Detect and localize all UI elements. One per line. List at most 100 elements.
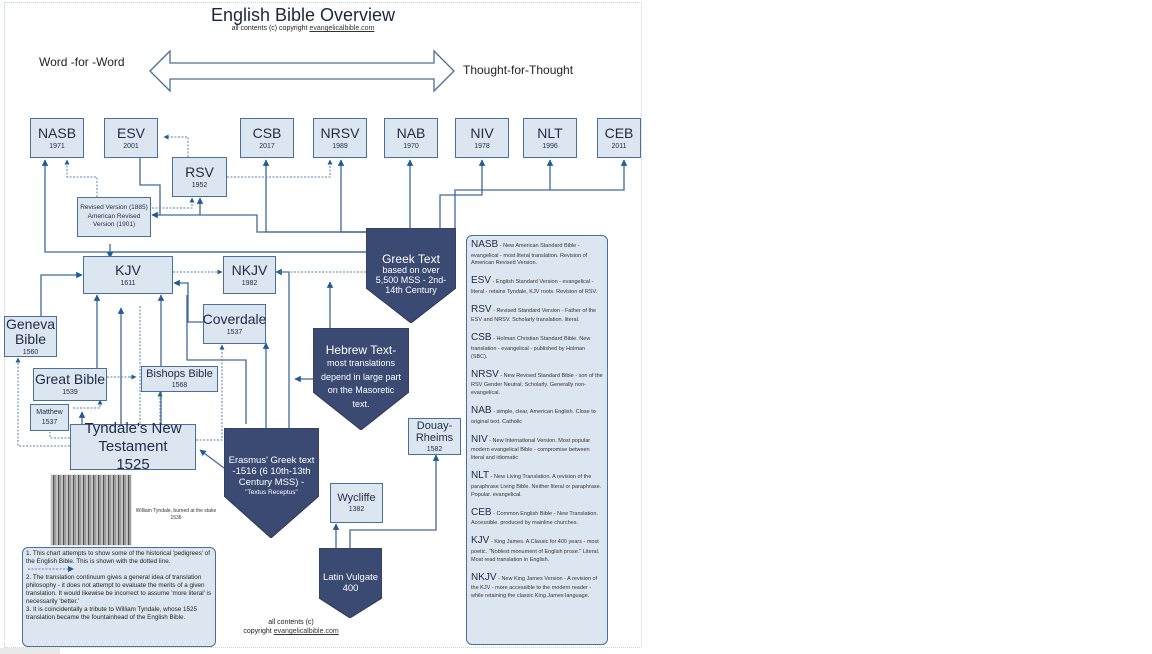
box-tyndale: Tyndale's New Testament 1525: [70, 420, 196, 473]
box-year: 1537: [41, 418, 58, 426]
footnote-3: 3. It is coincidentally a tribute to Wil…: [26, 606, 198, 622]
box-name: Revised Version (1885) American Revised …: [80, 203, 148, 229]
footnote-text: 1. This chart attempts to show some of t…: [26, 550, 210, 566]
note-abbr: KJV: [471, 535, 490, 547]
box-coverdale: Coverdale 1537: [203, 304, 266, 344]
box-year: 1537: [226, 328, 243, 336]
box-year: 1982: [241, 279, 258, 287]
source-body: based on over 5,500 MSS - 2nd-14th Centu…: [375, 265, 447, 295]
note-nlt: NLT - New Living Translation. A revision…: [471, 469, 603, 499]
tyndale-woodcut-image: [50, 474, 132, 546]
box-geneva-bible: Geneva Bible 1560: [4, 316, 57, 357]
box-name: Great Bible: [34, 371, 106, 388]
source-title: Hebrew Text-: [325, 343, 397, 357]
source-title: Erasmus' Greek text -1516 (6 10th-13th C…: [228, 455, 315, 488]
box-bishops-bible: Bishops Bible 1568: [141, 366, 218, 392]
source-title: Latin Vulgate: [322, 572, 379, 583]
box-ceb: CEB 2011: [597, 118, 641, 158]
dotted-line-legend-icon: [28, 566, 74, 573]
box-nkjv: NKJV 1982: [223, 256, 276, 294]
source-body: 400: [342, 583, 359, 594]
source-body: most translations depend in large part o…: [320, 358, 402, 409]
box-name: NKJV: [231, 261, 268, 278]
footer-link[interactable]: evangelicalbible.com: [273, 628, 339, 636]
box-niv: NIV 1978: [455, 118, 509, 158]
footer-line1: all contents (c): [268, 619, 314, 626]
source-hebrew-text: Hebrew Text- most translations depend in…: [313, 328, 409, 430]
source-body: "Textus Receptus": [245, 488, 298, 496]
box-douay-rheims: Douay-Rheims 1582: [408, 418, 461, 455]
source-latin-vulgate: Latin Vulgate 400: [319, 548, 382, 618]
box-year: 1539: [62, 389, 78, 397]
note-text: - Revised Standard Version - Father of t…: [471, 307, 597, 324]
box-name: Coverdale: [202, 310, 267, 327]
note-nrsv: NRSV - New Revised Standard Bible - son …: [471, 368, 603, 398]
box-name: KJV: [115, 261, 141, 278]
box-name: NASB: [37, 124, 77, 141]
note-text: - New King James Version - A revision of…: [471, 575, 598, 599]
note-abbr: NKJV: [471, 571, 497, 583]
note-csb: CSB - Holman Christian Standard Bible. N…: [471, 331, 603, 361]
note-esv: ESV - English Standard Version - evangel…: [471, 274, 603, 296]
note-nasb: NASB - New American Standard Bible - eva…: [471, 238, 603, 268]
box-kjv: KJV 1611: [83, 256, 173, 294]
note-niv: NIV - New International Version. Most po…: [471, 433, 603, 463]
note-abbr: NIV: [471, 433, 488, 445]
box-name: NRSV: [320, 124, 360, 141]
box-nlt: NLT 1996: [523, 118, 577, 158]
box-name: Tyndale's New Testament 1525: [84, 420, 182, 473]
copyright-prefix: all contents (c) copyright: [231, 25, 308, 32]
box-year: 1382: [348, 506, 365, 514]
box-name: Wycliffe: [337, 491, 376, 504]
footer-prefix: copyright: [243, 628, 272, 636]
box-year: 1560: [22, 348, 39, 356]
box-year: 1582: [426, 445, 443, 453]
source-erasmus-greek-text: Erasmus' Greek text -1516 (6 10th-13th C…: [224, 428, 319, 538]
box-year: 1970: [403, 142, 419, 150]
box-name: RSV: [185, 163, 214, 180]
box-name: Douay-Rheims: [415, 419, 454, 444]
box-year: 2011: [611, 142, 627, 150]
note-ceb: CEB - Common English Bible - New Transla…: [471, 506, 603, 528]
box-name: NIV: [470, 124, 494, 141]
source-greek-text: Greek Text based on over 5,500 MSS - 2nd…: [366, 228, 456, 323]
header-copyright: all contents (c) copyright evangelicalbi…: [150, 25, 456, 32]
note-abbr: NRSV: [471, 368, 499, 380]
note-abbr: ESV: [471, 275, 492, 287]
box-year: 1996: [542, 142, 558, 150]
note-nab: NAB - simple, clear, American English. C…: [471, 404, 603, 426]
bottom-edge: [0, 648, 60, 654]
footnote-1: 1. This chart attempts to show some of t…: [26, 550, 212, 574]
box-name: NAB: [396, 124, 426, 141]
box-year: 1978: [474, 142, 490, 150]
note-abbr: NLT: [471, 470, 490, 482]
note-text: - New International Version. Most popula…: [471, 437, 591, 462]
note-abbr: NAB: [471, 405, 492, 417]
translation-notes-panel: NASB - New American Standard Bible - eva…: [466, 235, 608, 645]
box-nab: NAB 1970: [384, 118, 438, 158]
box-year: 1952: [191, 181, 208, 189]
box-matthew: Matthew 1537: [30, 404, 69, 431]
note-text: - English Standard Version - evangelical…: [471, 279, 598, 295]
box-name: Geneva Bible: [5, 316, 56, 347]
copyright-link[interactable]: evangelicalbible.com: [309, 25, 375, 32]
note-abbr: RSV: [471, 303, 492, 315]
box-name: Matthew: [36, 409, 63, 417]
box-name: ESV: [116, 124, 145, 141]
box-name: CSB: [252, 124, 282, 141]
note-abbr: NASB: [471, 239, 499, 250]
box-year: 1611: [120, 279, 136, 287]
box-wycliffe: Wycliffe 1382: [330, 483, 383, 523]
note-kjv: KJV - King James. A Classic for 400 year…: [471, 534, 603, 564]
box-great-bible: Great Bible 1539: [33, 368, 107, 401]
box-year: 2001: [123, 142, 139, 150]
box-nasb: NASB 1971: [30, 118, 84, 158]
box-year: 1971: [49, 142, 65, 150]
note-text: - Holman Christian Standard Bible. New t…: [471, 336, 591, 360]
note-text: - simple, clear, American English. Close…: [471, 409, 596, 425]
box-rsv: RSV 1952: [172, 157, 227, 197]
footnotes-box: 1. This chart attempts to show some of t…: [22, 547, 216, 647]
translation-continuum-arrow: [149, 49, 455, 93]
page-title: English Bible Overview: [210, 5, 396, 25]
box-csb: CSB 2017: [240, 118, 294, 158]
